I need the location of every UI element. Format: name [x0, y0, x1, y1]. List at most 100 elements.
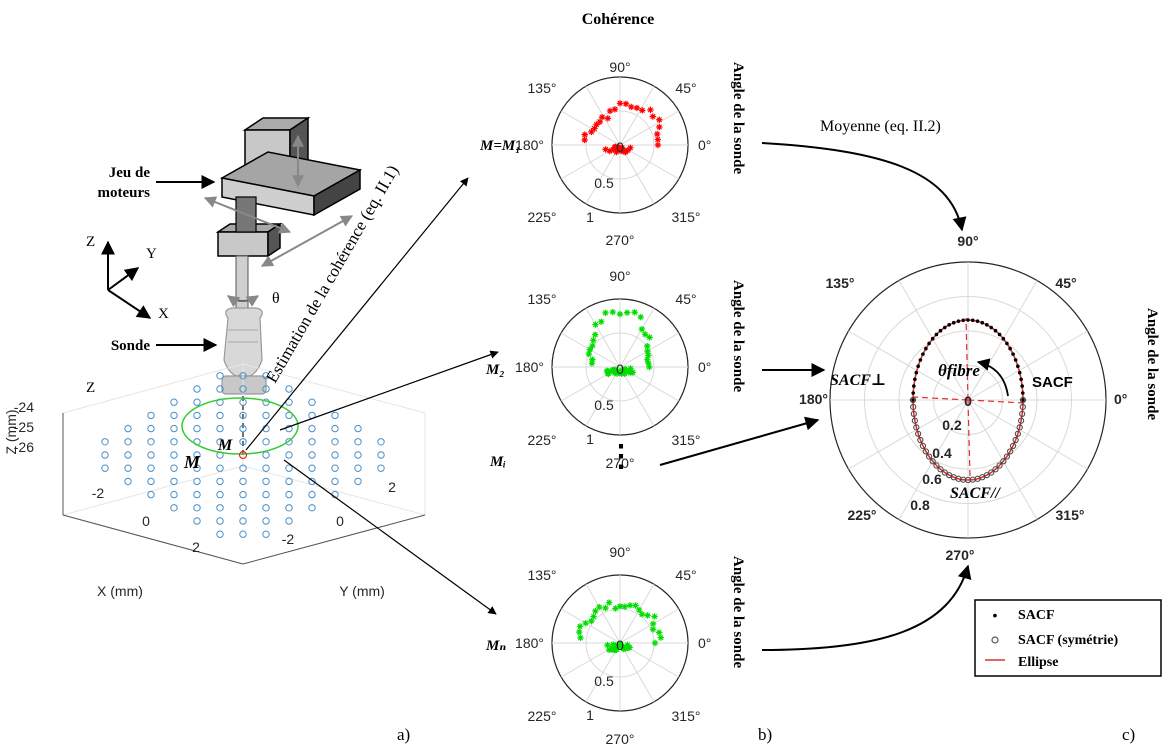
data-marker — [592, 331, 599, 338]
data-marker — [638, 325, 646, 333]
theta-fibre-label: θfibre — [938, 361, 980, 380]
sacf-point — [911, 398, 915, 402]
grid-point — [262, 372, 270, 380]
legend-ellipse: Ellipse — [1018, 655, 1058, 670]
sacf-sym-point — [933, 462, 940, 469]
grid-point — [262, 490, 270, 499]
grid-point — [147, 411, 155, 420]
grid-point — [331, 411, 339, 420]
data-marker — [631, 309, 638, 316]
grid-point — [331, 451, 339, 459]
mn-radial-05: 0.5 — [594, 673, 614, 689]
grid-point — [308, 477, 316, 486]
sacf-symmetry-points — [909, 396, 1027, 484]
data-marker — [657, 634, 665, 641]
row-label-m1: M=M₁ — [479, 138, 520, 154]
grid-point — [101, 464, 109, 472]
grid-point — [147, 464, 155, 472]
data-marker — [649, 626, 657, 633]
data-marker — [610, 645, 618, 653]
sacf-sym-point — [1007, 448, 1014, 455]
m1-angle-title: Angle de la sonde — [730, 62, 746, 174]
panel-a-letter: a) — [397, 725, 410, 744]
data-marker — [610, 641, 617, 648]
sacf-sym-point — [988, 469, 995, 476]
3d-scatter-axes — [62, 363, 426, 565]
sacf-point — [934, 332, 939, 337]
grid-point — [354, 464, 362, 472]
data-marker — [623, 309, 631, 316]
data-marker — [605, 370, 612, 378]
mn-tick-315: 315° — [672, 708, 701, 724]
sacf-sym-point — [910, 410, 917, 417]
data-marker — [598, 113, 606, 121]
m1-tick-270: 270° — [606, 232, 635, 248]
sacf-point — [916, 364, 920, 368]
polar-spoke — [848, 330, 969, 401]
sacf-point — [1019, 377, 1023, 382]
axis-z-label: Z — [86, 234, 95, 250]
grid-point — [239, 398, 247, 406]
grid-point — [285, 490, 293, 499]
data-marker — [627, 144, 634, 152]
sacf-sym-point — [915, 430, 922, 437]
grid-point — [285, 424, 293, 433]
sacf-point — [975, 319, 980, 324]
sacf-sym-point — [919, 442, 927, 449]
grid-point — [262, 438, 270, 446]
m2-radial-05: 0.5 — [594, 397, 614, 413]
grid-point — [170, 438, 178, 446]
z-tick-2: -25 — [14, 419, 34, 435]
sacf-sym-point — [1018, 417, 1025, 424]
data-marker — [639, 107, 646, 114]
polar-spoke — [560, 110, 621, 146]
grid-point — [193, 490, 201, 499]
sacf-point — [947, 323, 951, 327]
sacf-point — [1021, 398, 1025, 402]
sacf-sym-point — [941, 469, 948, 476]
grid-point — [285, 517, 293, 525]
sacf-sym-point — [992, 466, 999, 473]
legend-circle-marker — [991, 636, 999, 644]
sacf-sym-point — [946, 472, 953, 479]
polar-spoke — [585, 583, 621, 644]
grid-point — [285, 385, 293, 393]
sacf-point — [1008, 346, 1012, 351]
data-marker — [637, 313, 644, 321]
data-marker — [621, 366, 628, 374]
sacf-point — [1013, 358, 1018, 362]
data-marker — [647, 106, 654, 114]
grid-point — [216, 438, 224, 446]
grid-point — [101, 438, 109, 446]
grid-point — [354, 477, 362, 486]
data-marker — [644, 612, 651, 619]
sacf-point — [913, 377, 917, 382]
data-marker — [655, 629, 663, 636]
polar-spoke — [898, 399, 969, 520]
grid-point — [331, 477, 339, 486]
m1-points — [581, 100, 663, 156]
data-marker — [645, 360, 652, 367]
data-marker — [616, 603, 624, 610]
data-marker — [622, 645, 629, 652]
data-marker — [612, 605, 619, 612]
grid-point — [308, 504, 316, 512]
sacf-sym-point — [1003, 453, 1010, 460]
x-tick-3: 2 — [192, 539, 200, 555]
sacf-point — [930, 336, 935, 341]
grid-point — [285, 464, 293, 472]
grid-point — [262, 504, 270, 512]
sacf-point — [1020, 391, 1025, 395]
data-marker — [593, 121, 600, 128]
grid-point — [170, 451, 178, 459]
data-marker — [616, 100, 624, 107]
data-marker — [656, 123, 663, 131]
data-marker — [615, 145, 622, 152]
motor-assembly-drawing — [203, 116, 363, 395]
m1-tick-45: 45° — [675, 80, 696, 96]
data-marker — [641, 331, 649, 338]
sacf-point — [997, 332, 1002, 337]
data-marker — [606, 107, 614, 115]
legend: • SACF SACF (symétrie) Ellipse — [974, 599, 1162, 677]
polar-spoke — [619, 583, 655, 644]
